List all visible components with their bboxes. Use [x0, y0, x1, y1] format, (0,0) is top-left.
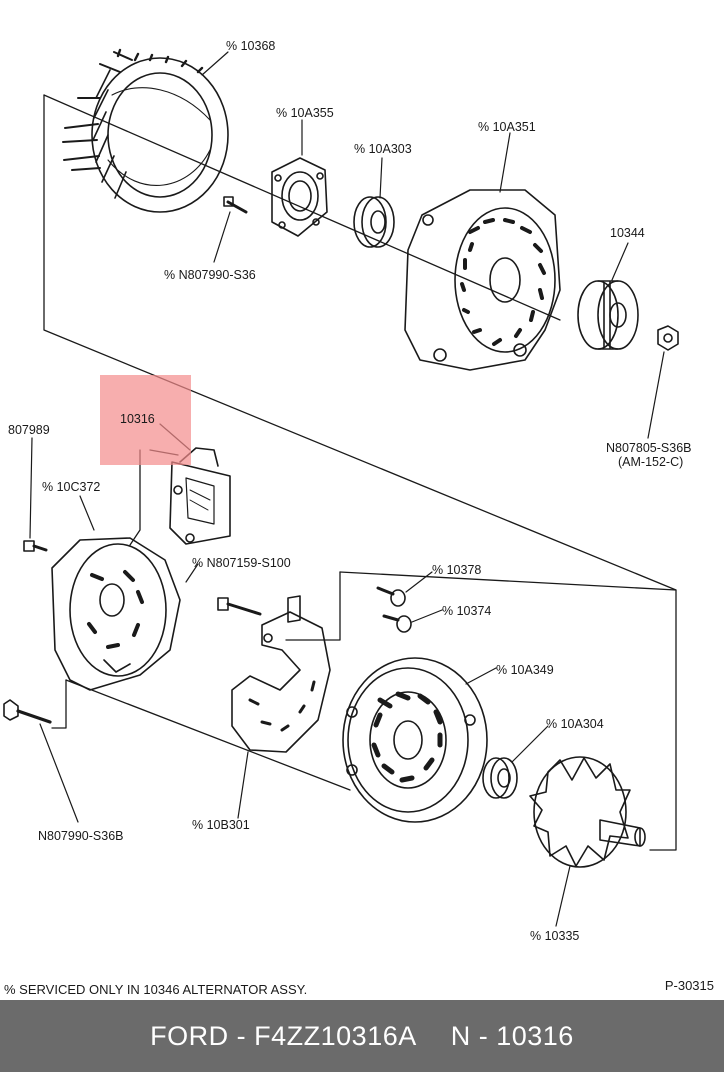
front-housing-10A351 [404, 189, 561, 371]
label-10316: 10316 [120, 412, 155, 426]
bearing-retainer-10A355 [271, 157, 328, 237]
rotor-10335 [529, 756, 646, 868]
bolt-10378 [376, 586, 406, 607]
label-10A304: % 10A304 [546, 717, 604, 731]
label-am152: (AM-152-C) [618, 455, 683, 469]
drawing-code: P-30315 [664, 978, 714, 993]
assembly-guide-lines [43, 94, 677, 851]
rear-cover-10C372 [51, 537, 181, 691]
voltage-regulator-10316 [169, 447, 231, 545]
footer-base-number: N - 10316 [450, 1020, 574, 1051]
stator-10368 [62, 48, 229, 213]
bearing-10A303 [353, 196, 395, 248]
label-10B301: % 10B301 [192, 818, 250, 832]
highlight-box [100, 375, 191, 465]
label-10A349: % 10A349 [496, 663, 554, 677]
label-n807990-bottom: N807990-S36B [38, 829, 123, 843]
pulley-10344 [577, 280, 639, 350]
bolt-10374 [382, 614, 412, 633]
label-807989: 807989 [8, 423, 50, 437]
label-n807159: % N807159-S100 [192, 556, 291, 570]
label-10C372: % 10C372 [42, 480, 100, 494]
label-n807805: N807805-S36B [606, 441, 691, 455]
label-10335: % 10335 [530, 929, 579, 943]
screw-n807159 [217, 597, 262, 616]
label-10368: % 10368 [226, 39, 275, 53]
exploded-parts-diagram: % 10368 % 10A355 % 10A351 % 10A303 % N80… [3, 39, 691, 943]
rectifier-10B301 [231, 595, 331, 753]
label-10374: % 10374 [442, 604, 491, 618]
footer-part-number: FORD - F4ZZ10316A [150, 1020, 417, 1051]
label-10A351: % 10A351 [478, 120, 536, 134]
label-10378: % 10378 [432, 563, 481, 577]
bearing-10A304 [482, 757, 518, 799]
rear-housing-10A349 [342, 657, 488, 823]
footer-bar: FORD - F4ZZ10316A N - 10316 [0, 1000, 724, 1072]
nut-n807805 [657, 325, 679, 351]
label-n807990-top: % N807990-S36 [164, 268, 256, 282]
part-labels: % 10368 % 10A355 % 10A351 % 10A303 % N80… [8, 39, 691, 943]
screw-807989 [23, 540, 48, 552]
label-10344: 10344 [610, 226, 645, 240]
bolt-n807990-bottom [3, 699, 52, 724]
label-10A355: % 10A355 [276, 106, 334, 120]
bolt-n807990-top [223, 196, 248, 214]
label-10A303: % 10A303 [354, 142, 412, 156]
service-note: % SERVICED ONLY IN 10346 ALTERNATOR ASSY… [4, 982, 308, 997]
leader-lines [29, 51, 665, 927]
